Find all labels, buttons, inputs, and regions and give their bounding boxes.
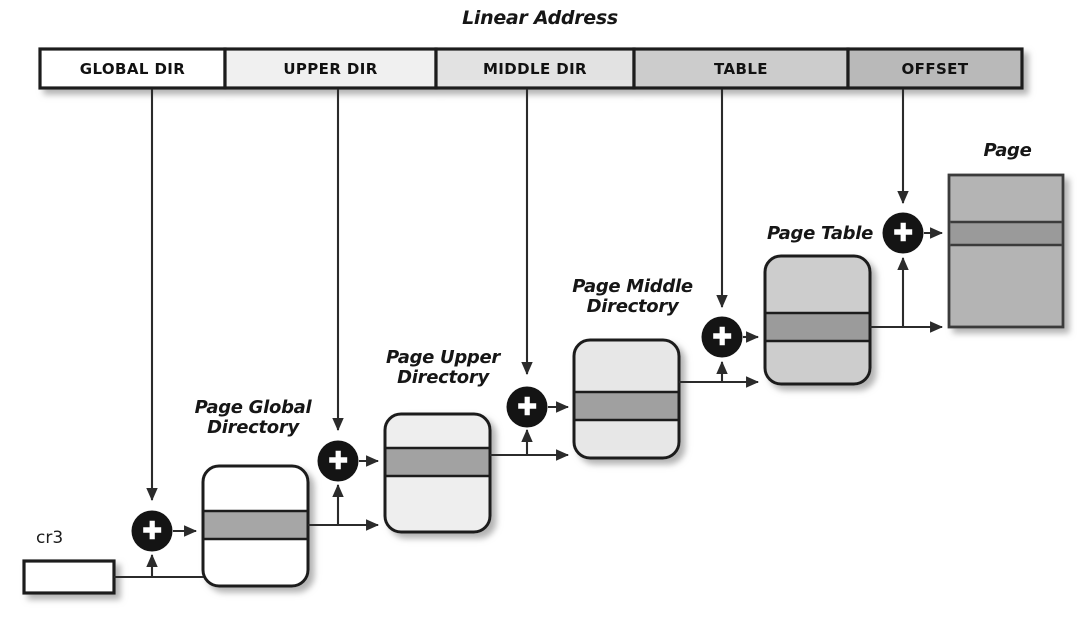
adder-operators: [131, 212, 924, 552]
address-field-global-dir[interactable]: GLOBAL DIR: [79, 60, 186, 78]
page-upper-directory-label: Page Upper Directory: [385, 347, 501, 389]
page-middle-directory-block: [572, 338, 681, 460]
address-field-middle-dir[interactable]: MIDDLE DIR: [482, 60, 588, 78]
address-field-offset[interactable]: OFFSET: [901, 60, 969, 78]
cr3-register-box: [22, 559, 116, 595]
page-table-label: Page Table: [766, 223, 874, 244]
translation-flow-paths: [173, 227, 944, 537]
page-upper-directory-block: [383, 412, 492, 534]
diagram-title: Linear Address: [462, 7, 618, 29]
address-field-drop-lines: [146, 89, 909, 502]
address-field-table[interactable]: TABLE: [714, 60, 768, 78]
page-global-directory-label: Page Global Directory: [194, 397, 312, 439]
page-table-block: [763, 254, 872, 386]
adder-2: [317, 440, 359, 482]
adder-4: [701, 316, 743, 358]
linear-address-bar: [38, 47, 1024, 90]
cr3-register-label: cr3: [36, 528, 64, 548]
page-middle-directory-label: Page Middle Directory: [572, 276, 693, 318]
page-frame-label: Page: [983, 140, 1032, 161]
page-global-directory-block: [201, 464, 310, 588]
address-field-upper-dir[interactable]: UPPER DIR: [283, 60, 378, 78]
page-frame-block: [947, 173, 1065, 329]
adder-5: [882, 212, 924, 254]
adder-3: [506, 386, 548, 428]
adder-1: [131, 510, 173, 552]
